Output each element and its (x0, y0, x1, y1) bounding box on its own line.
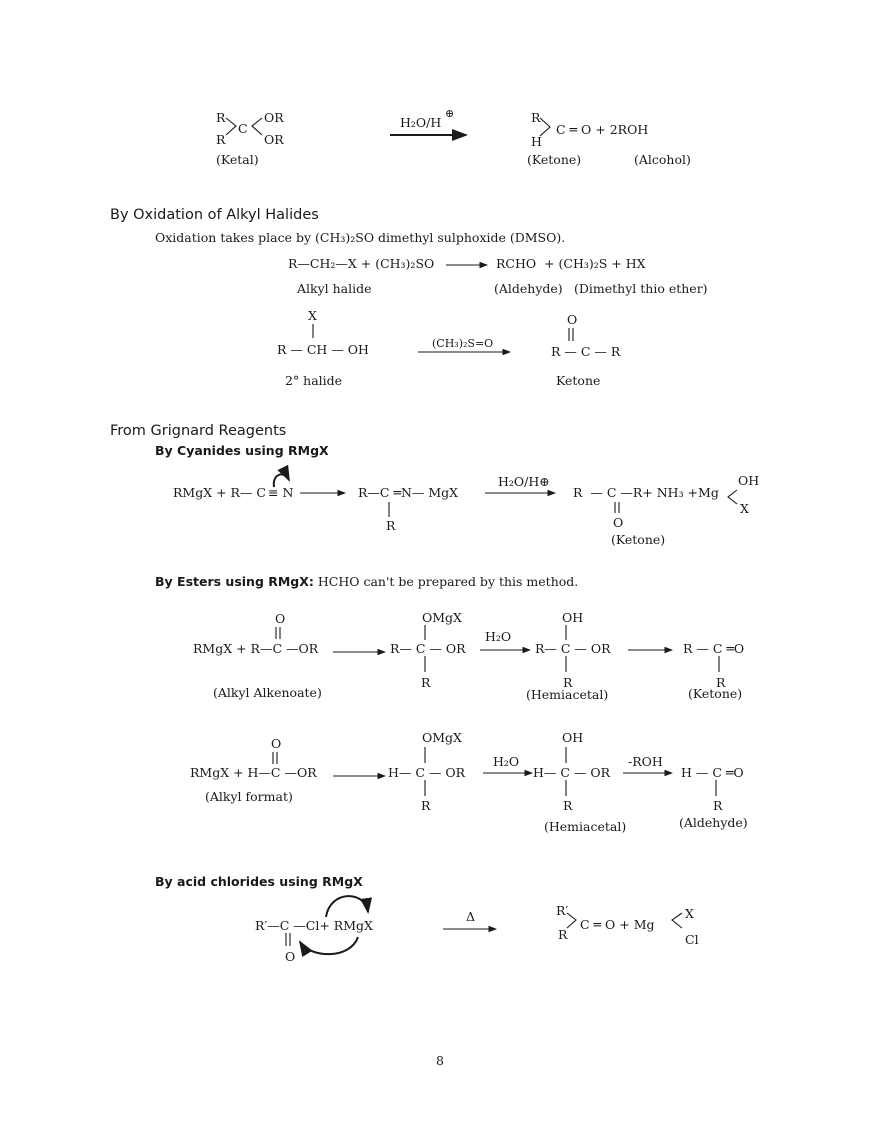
eq2-right: R — C — R (551, 344, 621, 359)
e2-reagent2: -ROH (628, 754, 663, 769)
e1-int2-top: OH (562, 610, 584, 625)
e1-int2: R— C — OR (535, 641, 611, 656)
cy-mid-r: R (386, 518, 396, 533)
e2-int2-top: OH (562, 730, 584, 745)
reagent: H₂O/H (400, 115, 442, 130)
e2-int2-r: R (563, 798, 573, 813)
cy-oh: OH (738, 473, 760, 488)
ketal-r2: R (216, 132, 226, 147)
e1-reagent: H₂O (485, 629, 512, 644)
cy-right: R — C —R+ NH₃ +Mg (573, 485, 719, 500)
oxidation-intro: Oxidation takes place by (CH₃)₂SO dimeth… (155, 230, 566, 245)
ac-left: R′—C —Cl+ RMgX (255, 918, 373, 933)
ketal-or1: OR (264, 110, 284, 125)
e2-int1-top: OMgX (422, 730, 462, 745)
label-alcohol: (Alcohol) (634, 152, 691, 167)
e1-prod: R — C ═O (683, 641, 745, 656)
cy-label-ketone: (Ketone) (611, 532, 666, 547)
e1-label-int2: (Hemiacetal) (526, 687, 609, 702)
label-ketone-2: Ketone (556, 373, 601, 388)
eq2-x: X (308, 308, 317, 323)
cy-x: X (740, 501, 749, 516)
ac-reagent: Δ (466, 909, 476, 924)
ac-prod: C ═ O + Mg (580, 917, 655, 932)
e1-label-prod: (Ketone) (688, 686, 743, 701)
eq2-o: O (567, 312, 578, 327)
cy-reagent: H₂O/H⊕ (498, 474, 550, 489)
e2-label-int2: (Hemiacetal) (544, 819, 627, 834)
e1-o: O (275, 611, 286, 626)
label-2-halide: 2° halide (285, 373, 343, 388)
e1-int1-r: R (421, 675, 431, 690)
subheading-cyanides: By Cyanides using RMgX (155, 443, 329, 458)
cy-left: RMgX + R— C (173, 485, 266, 500)
ketal-c: C (238, 121, 248, 136)
e2-int1-r: R (421, 798, 431, 813)
h-plus-icon: ⊕ (445, 107, 455, 120)
e1-int1-top: OMgX (422, 610, 462, 625)
ac-prod-r1: R′ (556, 903, 569, 918)
prod-r: R (531, 110, 541, 125)
e1-left: RMgX + R—C —OR (193, 641, 319, 656)
prod-rest: C ═ O + 2ROH (556, 122, 649, 137)
label-thioether: (Dimethyl thio ether) (574, 281, 708, 296)
label-alkyl-halide: Alkyl halide (297, 281, 372, 296)
label-ketal: (Ketal) (216, 152, 259, 167)
e1-label-left: (Alkyl Alkenoate) (213, 685, 322, 700)
e2-reagent: H₂O (493, 754, 520, 769)
label-aldehyde: (Aldehyde) (494, 281, 563, 296)
esters-note: HCHO can't be prepared by this method. (313, 574, 579, 589)
e2-label-prod: (Aldehyde) (679, 815, 748, 830)
eq2-reagent: (CH₃)₂S=O (432, 337, 494, 350)
page-number: 8 (436, 1053, 444, 1068)
e1-prod-r: R (716, 675, 726, 690)
e1-int1: R— C — OR (390, 641, 466, 656)
e2-prod: H — C ═O (681, 765, 744, 780)
ac-cl: Cl (685, 932, 699, 947)
cy-triple-n: ≡ N (268, 485, 294, 500)
ac-x: X (685, 906, 694, 921)
label-ketone: (Ketone) (527, 152, 582, 167)
e2-label-left: (Alkyl format) (205, 789, 293, 804)
cy-mid: R—C ═N— MgX (358, 485, 459, 500)
subheading-esters: By Esters using RMgX: (155, 574, 314, 589)
eq1-right: RCHO + (CH₃)₂S + HX (496, 256, 646, 271)
e1-int2-r: R (563, 675, 573, 690)
ketal-or2: OR (264, 132, 284, 147)
ketal-r1: R (216, 110, 226, 125)
esters-line: By Esters using RMgX: HCHO can't be prep… (155, 574, 579, 589)
eq2-left: R — CH — OH (277, 342, 369, 357)
eq1-left: R—CH₂—X + (CH₃)₂SO (288, 256, 435, 271)
e2-int2: H— C — OR (533, 765, 611, 780)
heading-oxidation: By Oxidation of Alkyl Halides (110, 207, 319, 223)
e2-int1: H— C — OR (388, 765, 466, 780)
e2-o: O (271, 736, 282, 751)
ac-o: O (285, 949, 296, 964)
subheading-acid-chlorides: By acid chlorides using RMgX (155, 874, 363, 889)
e2-prod-r: R (713, 798, 723, 813)
prod-h: H (531, 134, 542, 149)
cy-o: O (613, 515, 624, 530)
e2-left: RMgX + H—C —OR (190, 765, 317, 780)
ac-prod-r2: R (558, 927, 568, 942)
heading-grignard: From Grignard Reagents (110, 423, 287, 439)
